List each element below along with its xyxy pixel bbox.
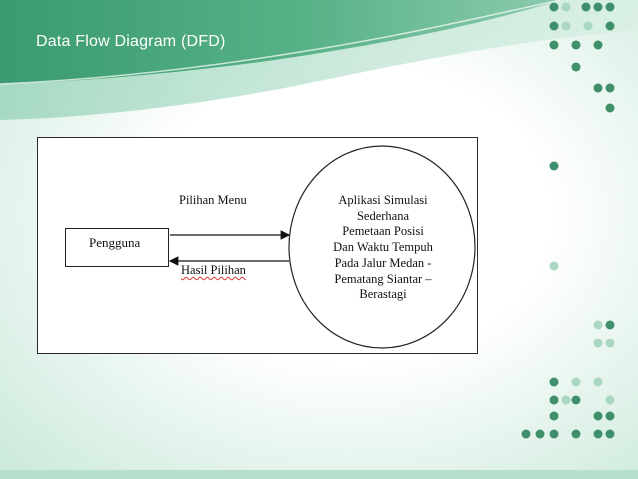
process-line: Sederhana <box>356 208 410 223</box>
process-circle <box>288 145 476 349</box>
process-line: Pematang Siantar – <box>334 271 432 286</box>
slide-title: Data Flow Diagram (DFD) <box>36 33 226 50</box>
external-entity-label: Pengguna <box>89 235 141 250</box>
external-entity-box: Pengguna <box>65 228 169 267</box>
header-wave-background <box>0 0 638 120</box>
process-label: Aplikasi Simulasi Sederhana Pemetaan Pos… <box>314 193 452 303</box>
process-line: Berastagi <box>359 287 407 302</box>
flow-label-hasil-pilihan: Hasil Pilihan <box>181 263 246 277</box>
flow-label-pilihan-menu: Pilihan Menu <box>179 193 247 207</box>
process-line: Pemetaan Posisi <box>342 224 424 239</box>
bottom-band <box>0 470 638 479</box>
process-line: Pada Jalur Medan - <box>334 255 432 270</box>
dfd-connectors <box>168 145 476 349</box>
process-line: Aplikasi Simulasi <box>338 193 428 207</box>
process-line: Dan Waktu Tempuh <box>333 240 433 255</box>
dfd-figure: Pengguna Pilihan Menu Hasil Pilihan Apli… <box>37 137 478 354</box>
